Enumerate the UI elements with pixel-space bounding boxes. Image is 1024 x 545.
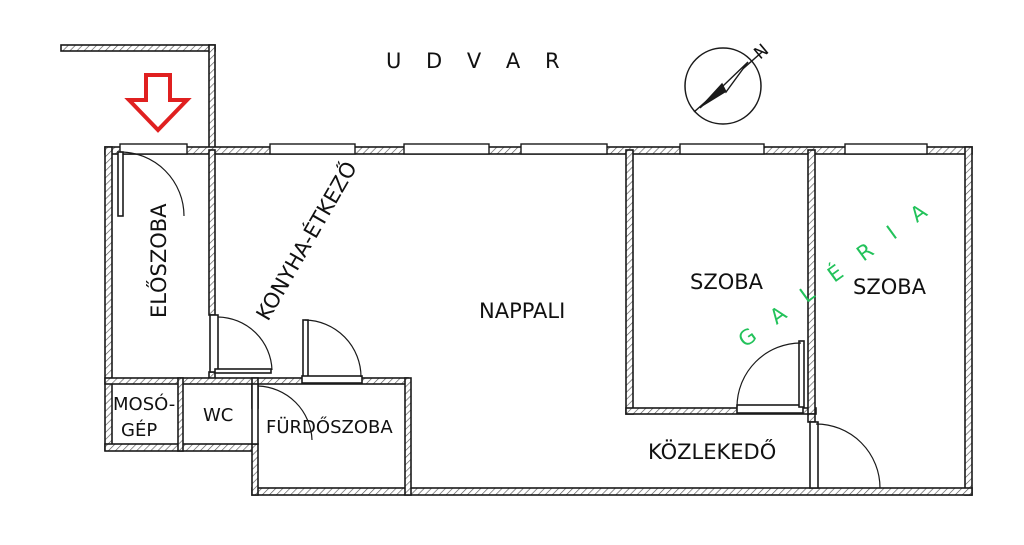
room-label-konyha: KONYHA-ÉTKEZŐ bbox=[251, 157, 362, 325]
entrance-door bbox=[117, 151, 185, 217]
window bbox=[403, 143, 490, 155]
kitchen-door bbox=[209, 314, 273, 374]
room-label-szoba-2: SZOBA bbox=[853, 275, 927, 299]
window bbox=[679, 143, 765, 155]
interior-walls bbox=[104, 149, 817, 496]
courtyard-label: U D V A R bbox=[386, 49, 569, 73]
window bbox=[119, 143, 188, 155]
entrance-arrow-icon bbox=[124, 73, 192, 133]
window bbox=[520, 143, 608, 155]
room-label-eloszoba: ELŐSZOBA bbox=[146, 203, 171, 318]
window bbox=[844, 143, 928, 155]
room-door bbox=[736, 340, 805, 414]
window bbox=[269, 143, 356, 155]
compass-north-label: N bbox=[750, 40, 773, 63]
bathroom-door bbox=[301, 319, 363, 384]
room-label-szoba-1: SZOBA bbox=[690, 270, 764, 294]
room-label-moso-line2: GÉP bbox=[121, 419, 157, 441]
gallery-label: G A L É R I A bbox=[733, 194, 938, 352]
doors bbox=[117, 151, 881, 489]
compass-icon: N bbox=[684, 40, 773, 125]
room-label-wc: WC bbox=[203, 405, 233, 426]
room-label-furdo: FÜRDŐSZOBA bbox=[266, 416, 393, 438]
room-door bbox=[809, 421, 881, 489]
windows bbox=[119, 143, 928, 155]
room-label-nappali: NAPPALI bbox=[479, 299, 565, 323]
wc-door bbox=[251, 383, 313, 445]
courtyard-wall bbox=[60, 44, 216, 151]
room-label-moso-line1: MOSÓ- bbox=[113, 393, 175, 415]
room-label-kozlekedo: KÖZLEKEDŐ bbox=[648, 439, 776, 464]
